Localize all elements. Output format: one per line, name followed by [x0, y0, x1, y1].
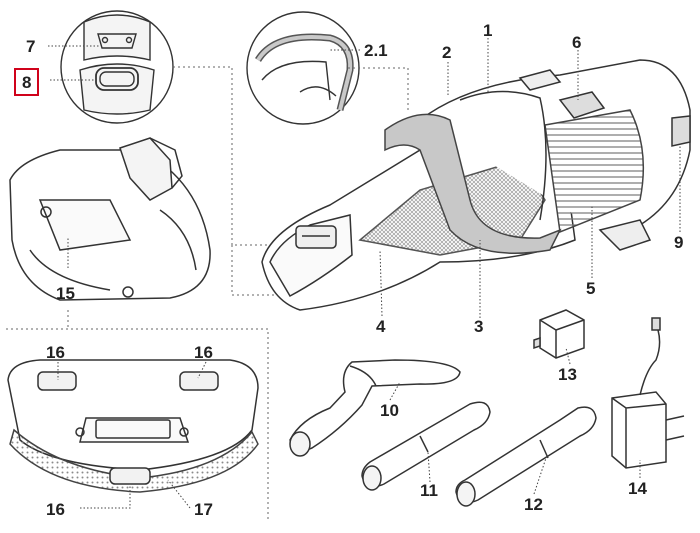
callout-12: 12 [524, 495, 543, 514]
charger [611, 317, 685, 469]
callout-2: 2 [442, 43, 452, 62]
callout-8-highlighted: 8 [14, 68, 40, 96]
callout-14: 14 [628, 479, 647, 498]
callout-3: 3 [474, 317, 484, 336]
callout-9: 9 [674, 233, 684, 252]
callout-11: 11 [420, 481, 438, 500]
narrow-tube [455, 406, 597, 507]
extension-tube [361, 401, 491, 491]
callout-16-left: 16 [46, 343, 65, 362]
latch-detail-circle [60, 10, 174, 124]
callout-13: 13 [558, 365, 577, 384]
callout-15: 15 [56, 284, 75, 303]
callout-4: 4 [376, 317, 386, 336]
callout-10: 10 [380, 401, 399, 420]
callout-16-bottom: 16 [46, 500, 65, 519]
callout-6: 6 [572, 33, 582, 52]
callout-17: 17 [194, 500, 213, 519]
turbo-brush-head [9, 137, 211, 301]
small-adapter [533, 309, 585, 359]
floor-nozzle [7, 359, 259, 493]
leader-lines [48, 38, 681, 509]
callout-5: 5 [586, 279, 596, 298]
bent-crevice-tool [289, 359, 461, 457]
callout-16-right: 16 [194, 343, 213, 362]
callout-2-1: 2.1 [364, 41, 388, 60]
callout-1: 1 [483, 21, 493, 40]
handheld-vacuum [261, 59, 691, 311]
callout-7: 7 [26, 37, 36, 56]
seal-detail-circle [246, 11, 360, 125]
